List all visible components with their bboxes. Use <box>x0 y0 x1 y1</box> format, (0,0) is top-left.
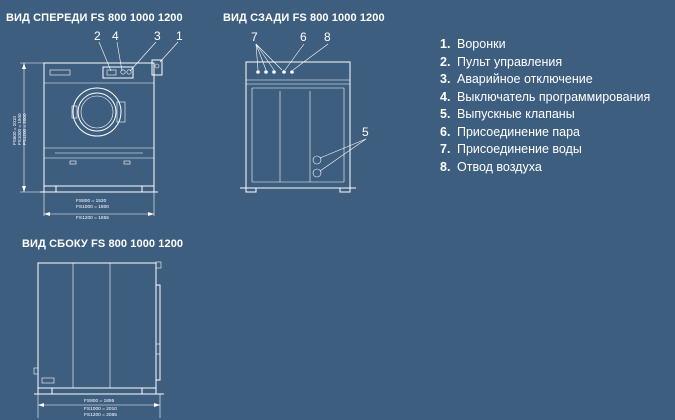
front-view-drawing: FS800 = 2010 FS1000 = 1940 FS1200 = 2000… <box>12 29 183 221</box>
front-view-title: ВИД СПЕРЕДИ FS 800 1000 1200 <box>6 12 183 24</box>
legend-item: 5.Выпускные клапаны <box>440 107 575 121</box>
legend-item: 8.Отвод воздуха <box>440 159 542 174</box>
side-depth-dim-3: FS1200 = 2065 <box>84 412 117 418</box>
door-outer-ring <box>72 87 122 137</box>
front-callout: 3 <box>154 29 161 43</box>
front-callout: 1 <box>176 29 183 43</box>
front-width-dim-2: FS1000 = 1800 <box>76 204 109 210</box>
side-depth-dim-1: FS800 = 1895 <box>84 398 115 404</box>
front-height-dim-1: FS800 = 2010 <box>12 116 17 145</box>
front-width-dim-1: FS800 = 1530 <box>76 198 107 204</box>
back-callout: 5 <box>362 125 369 139</box>
legend-item: 6.Присоединение пара <box>440 124 581 139</box>
legend-list: 1.Воронки 2.Пульт управления 3.Аварийное… <box>440 36 650 176</box>
back-view-drawing: 7 6 8 5 <box>240 30 369 193</box>
back-view-title: ВИД СЗАДИ FS 800 1000 1200 <box>223 12 385 24</box>
back-callout: 6 <box>300 30 307 44</box>
legend-item: 7.Присоединение воды <box>440 142 582 156</box>
control-panel <box>102 66 134 79</box>
back-machine-body <box>245 61 351 189</box>
legend-item: 1.Воронки <box>440 37 506 51</box>
front-callout: 4 <box>112 29 119 43</box>
side-machine-body <box>37 262 157 389</box>
front-height-dim-3: FS1200 = 2000 <box>22 113 27 145</box>
side-view-title: ВИД СБОКУ FS 800 1000 1200 <box>22 238 184 250</box>
legend-item: 4.Выключатель программирования <box>440 89 651 104</box>
front-callout: 2 <box>94 29 101 43</box>
side-depth-dim-2: FS1000 = 2010 <box>84 406 117 412</box>
back-callout: 8 <box>324 30 331 44</box>
legend-item: 2.Пульт управления <box>440 54 563 69</box>
door-glass <box>77 92 117 132</box>
side-view-drawing: FS800 = 1895 FS1000 = 2010 FS1200 = 2065 <box>33 261 164 418</box>
front-width-dim-3: FS1200 = 1855 <box>76 215 109 221</box>
front-height-dim-2: FS1000 = 1940 <box>17 113 22 145</box>
front-machine-body <box>43 62 155 187</box>
hopper <box>151 59 163 76</box>
back-callout: 7 <box>251 30 258 44</box>
legend-item: 3.Аварийное отключение <box>440 72 593 86</box>
